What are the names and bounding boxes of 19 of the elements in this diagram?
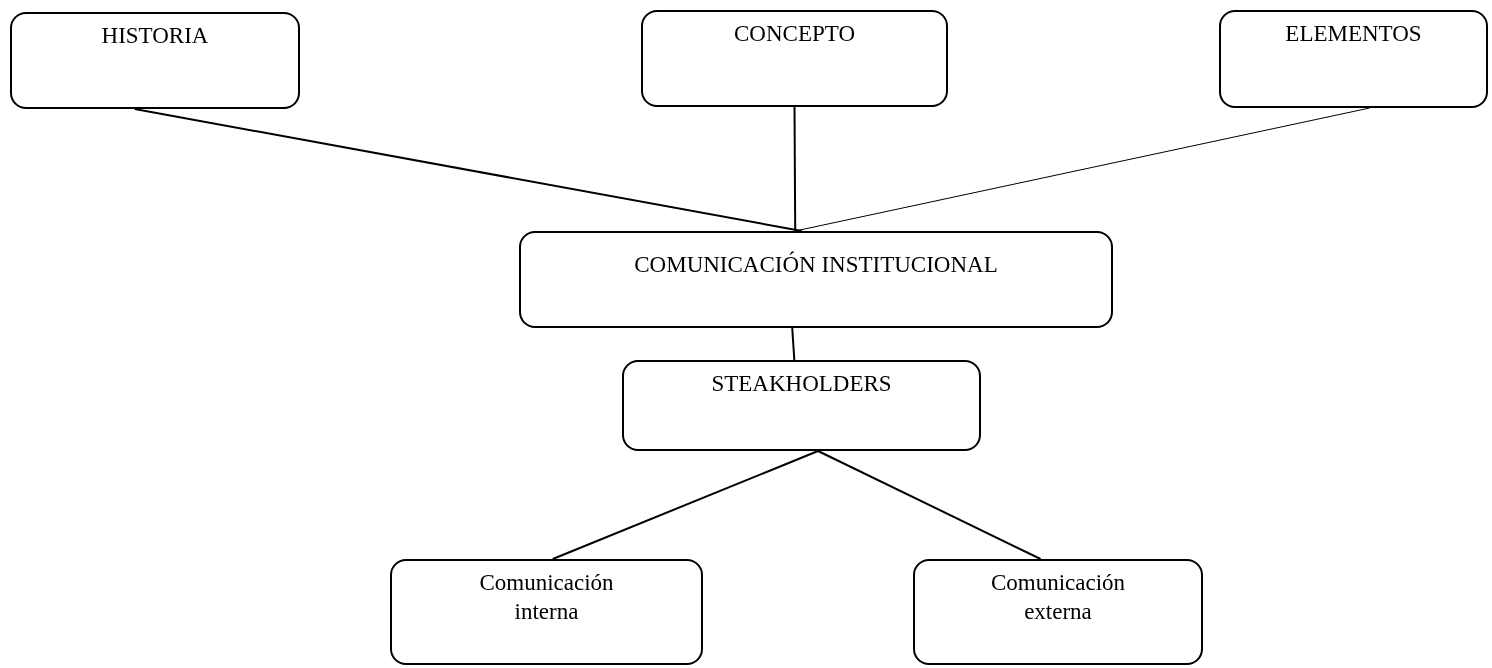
connector-line: [791, 327, 796, 361]
connector-line: [817, 450, 1042, 560]
node-label: CONCEPTO: [734, 20, 855, 48]
node-label: Comunicación interna: [478, 569, 615, 626]
rounded-box: [10, 12, 300, 109]
rounded-box: [913, 559, 1203, 665]
connector-line: [793, 106, 797, 232]
rounded-box: [622, 360, 981, 451]
node-label: COMUNICACIÓN INSTITUCIONAL: [634, 251, 998, 279]
rounded-box: [519, 231, 1113, 328]
connector-line: [133, 108, 803, 232]
node-label: ELEMENTOS: [1285, 20, 1422, 48]
rounded-box: [1219, 10, 1488, 108]
node-label: STEAKHOLDERS: [711, 370, 892, 398]
rounded-box: [390, 559, 703, 665]
connector-line: [551, 450, 819, 560]
node-label: HISTORIA: [101, 22, 209, 50]
node-label: Comunicación externa: [989, 569, 1127, 626]
rounded-box: [641, 10, 948, 107]
